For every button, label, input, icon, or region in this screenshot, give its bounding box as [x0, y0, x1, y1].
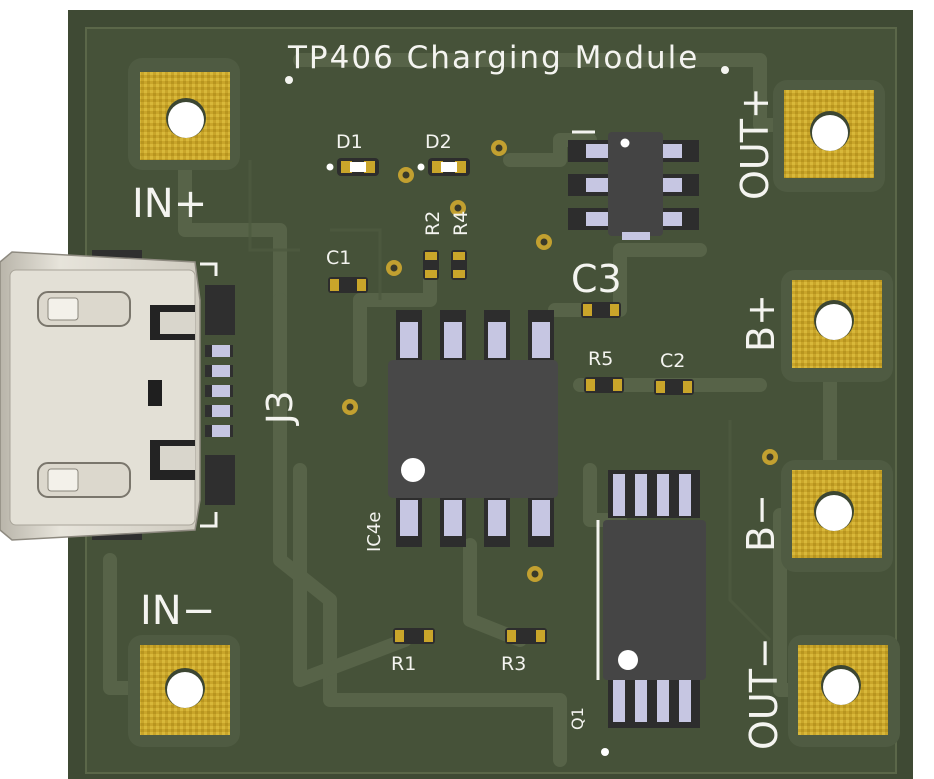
label-in-plus: IN+	[132, 181, 207, 227]
resistor-r2	[423, 250, 439, 280]
capacitor-c2	[654, 379, 694, 395]
label-r5: R5	[588, 348, 613, 370]
label-out-plus: OUT+	[733, 87, 777, 200]
label-ic4e: IC4e	[364, 512, 385, 552]
resistor-r5	[584, 377, 624, 393]
label-out-minus: OUT−	[742, 637, 786, 750]
resistor-r1	[393, 628, 435, 644]
label-b-minus: B−	[739, 494, 783, 552]
pad-in-minus	[128, 635, 240, 747]
soic8-main-ic	[388, 310, 558, 547]
led-d1	[326, 158, 379, 176]
pad-out-plus	[773, 80, 885, 192]
pad-out-minus	[788, 635, 900, 747]
label-c2: C2	[660, 350, 685, 372]
label-j3: J3	[260, 390, 301, 426]
label-d1: D1	[336, 131, 363, 153]
pad-b-plus	[781, 270, 893, 382]
resistor-r3	[505, 628, 547, 644]
vias	[342, 140, 778, 582]
resistor-r4	[451, 250, 467, 280]
label-r4: R4	[450, 211, 472, 236]
label-b-plus: B+	[739, 294, 783, 352]
pad-b-minus	[781, 460, 893, 572]
label-c3: C3	[571, 257, 622, 301]
capacitor-c1	[328, 277, 368, 293]
label-c1: C1	[326, 247, 351, 269]
label-r1: R1	[391, 653, 416, 675]
label-r3: R3	[501, 653, 526, 675]
label-in-minus: IN−	[140, 588, 215, 634]
label-q1: Q1	[568, 707, 587, 730]
label-d2: D2	[425, 131, 452, 153]
silkscreen-labels: TP406 Charging Module IN+ IN− OUT+ B+ B−…	[132, 40, 786, 750]
pad-in-plus	[128, 58, 240, 170]
label-r2: R2	[422, 211, 444, 236]
board-title: TP406 Charging Module	[287, 40, 699, 76]
usb-connector-j3	[0, 250, 235, 541]
capacitor-c3	[581, 302, 621, 318]
sot23-6-ic	[568, 130, 699, 240]
msop8-q1	[596, 470, 706, 756]
led-d2	[417, 158, 470, 176]
